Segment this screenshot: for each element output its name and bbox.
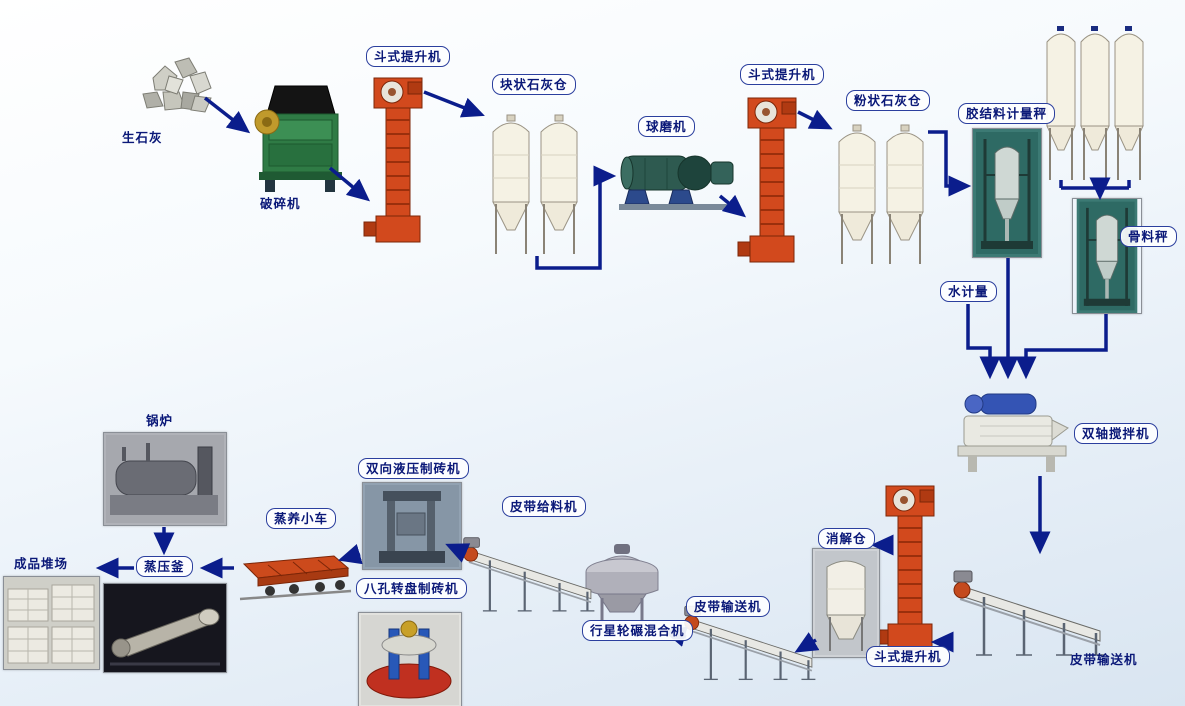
steam-trolley-art — [238, 548, 353, 603]
label-double-shaft-mixer: 双轴搅拌机 — [1074, 423, 1158, 444]
digestion-silo-art — [812, 548, 880, 658]
lump-lime-silo-art — [487, 110, 583, 260]
label-crusher: 破碎机 — [260, 196, 301, 211]
label-product-yard: 成品堆场 — [14, 556, 69, 571]
rotary-brick-press-art — [358, 612, 462, 706]
label-water-meter: 水计量 — [940, 281, 997, 302]
label-lump-lime-silo: 块状石灰仓 — [492, 74, 576, 95]
label-binder-scale: 胶结料计量秤 — [958, 103, 1056, 124]
label-bucket-elevator-2: 斗式提升机 — [740, 64, 824, 85]
label-belt-conveyor-right: 皮带输送机 — [1070, 652, 1138, 667]
label-hydraulic-brick-press: 双向液压制砖机 — [358, 458, 469, 479]
label-bucket-elevator-3: 斗式提升机 — [866, 646, 950, 667]
boiler-art — [103, 432, 227, 526]
autoclave-art — [103, 583, 227, 673]
binder-scale-art — [972, 128, 1042, 258]
label-bucket-elevator-1: 斗式提升机 — [366, 46, 450, 67]
label-planetary-mixer: 行星轮碾混合机 — [582, 620, 693, 641]
bucket-elevator-3-art — [874, 478, 946, 653]
label-belt-feeder: 皮带给料机 — [502, 496, 586, 517]
powder-lime-silo-art — [833, 120, 929, 270]
storage-silos-art — [1045, 22, 1147, 184]
hydraulic-brick-press-art — [362, 482, 462, 570]
product-yard-art — [3, 576, 100, 670]
quicklime-pile-art — [135, 50, 220, 122]
double-shaft-mixer-art — [950, 382, 1075, 474]
label-belt-conveyor-mid: 皮带输送机 — [686, 596, 770, 617]
bucket-elevator-2-art — [736, 90, 808, 265]
label-steam-trolley: 蒸养小车 — [266, 508, 337, 529]
label-boiler: 锅炉 — [146, 413, 174, 428]
label-autoclave: 蒸压釜 — [136, 556, 193, 577]
label-quicklime: 生石灰 — [122, 130, 163, 145]
label-digestion-silo: 消解仓 — [818, 528, 875, 549]
label-ball-mill: 球磨机 — [638, 116, 695, 137]
label-rotary-brick-press: 八孔转盘制砖机 — [356, 578, 467, 599]
belt-conveyor-right-art — [952, 555, 1107, 660]
jaw-crusher-art — [253, 84, 348, 194]
bucket-elevator-1-art — [362, 70, 434, 245]
label-powder-lime-silo: 粉状石灰仓 — [846, 90, 930, 111]
label-aggregate-scale: 骨料秤 — [1120, 226, 1177, 247]
ball-mill-art — [615, 138, 737, 213]
aggregate-scale-art — [1072, 198, 1142, 314]
belt-feeder-art — [462, 522, 597, 617]
